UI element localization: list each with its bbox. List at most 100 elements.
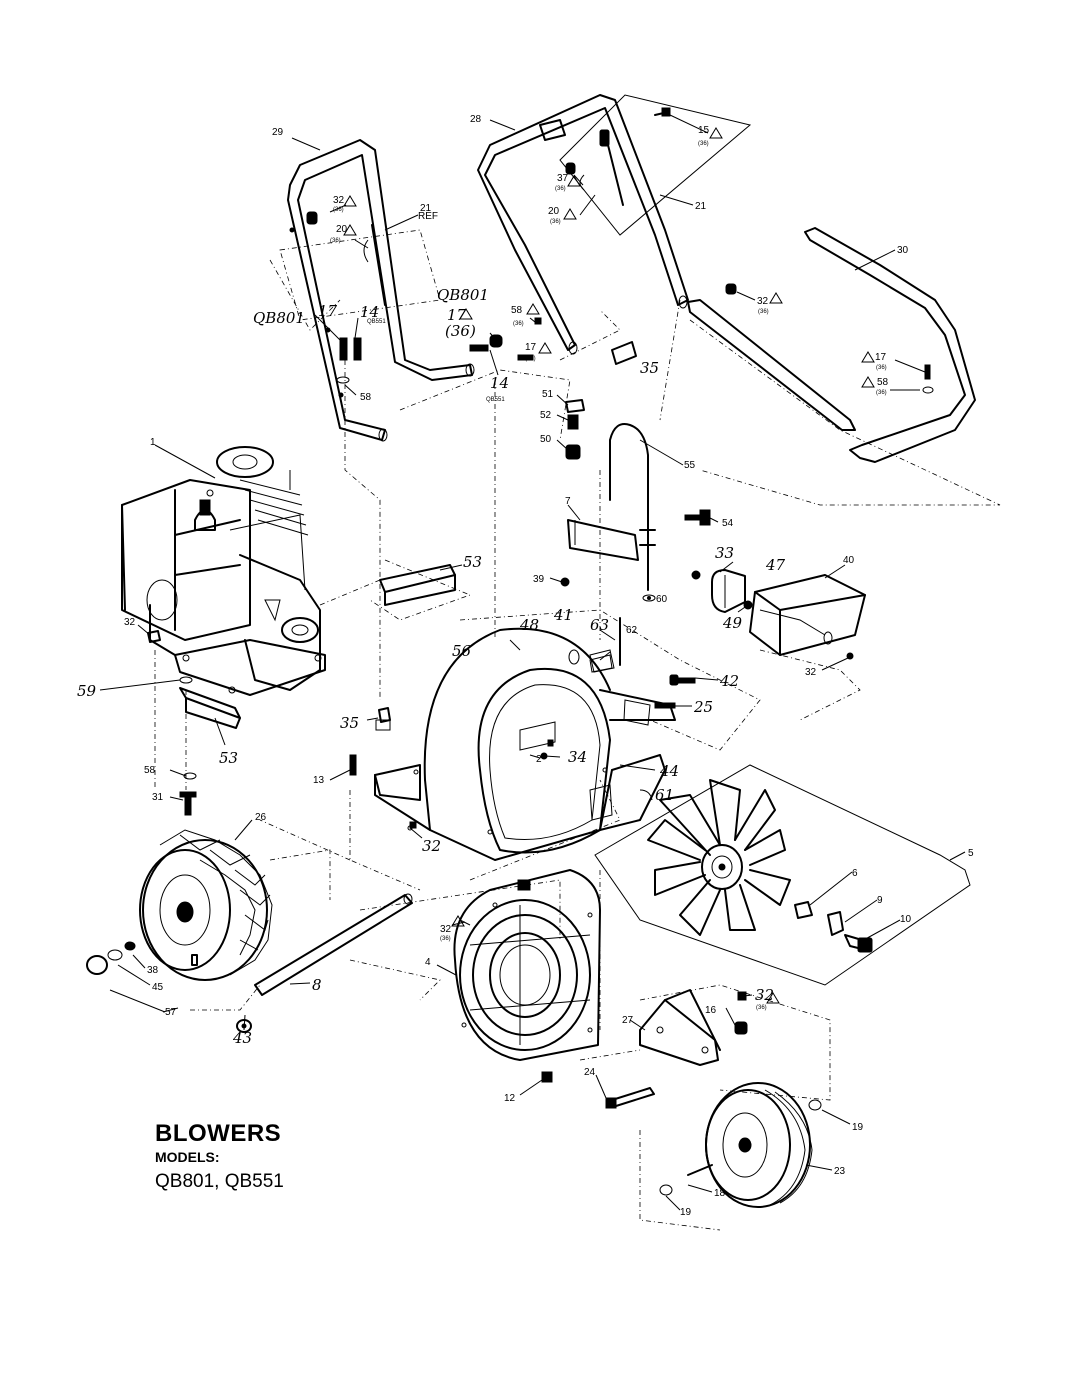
callout-63: 63: [590, 616, 609, 634]
callout-21a: 21: [420, 203, 432, 214]
callout-49: 49: [722, 614, 743, 632]
throttle-assembly: [691, 569, 866, 660]
engine: [121, 446, 326, 696]
callout-36-paren: (36): [445, 322, 476, 340]
callout-36k: (36): [440, 936, 451, 942]
callout-labels: 1 29 32 (36) 21 REF 20 (36) QB801 17 14 …: [77, 114, 974, 1218]
large-wheel: [86, 829, 273, 981]
callout-16: 16: [705, 1005, 717, 1016]
callout-9: 9: [877, 895, 883, 906]
callout-52: 52: [540, 410, 552, 421]
callout-17d: 17: [525, 342, 537, 353]
callout-43: 43: [232, 1029, 252, 1047]
callout-12: 12: [504, 1093, 516, 1104]
callout-44: 44: [659, 762, 679, 780]
callout-1: 1: [150, 437, 156, 448]
callout-58a: 58: [360, 392, 372, 403]
callout-39: 39: [533, 574, 545, 585]
callout-18: 18: [714, 1188, 726, 1199]
front-wheel-assembly: [541, 989, 822, 1208]
callout-14a: 14: [360, 303, 379, 321]
callout-17a: 17: [318, 302, 338, 320]
callout-51: 51: [542, 389, 554, 400]
callout-10: 10: [900, 914, 912, 925]
callout-36h: (36): [876, 390, 887, 396]
callout-29: 29: [272, 127, 284, 138]
title-block: BLOWERS MODELS: QB801, QB551: [155, 1120, 284, 1193]
callout-36d: (36): [555, 186, 566, 192]
handle-hardware: [336, 317, 637, 384]
callout-19a: 19: [852, 1122, 864, 1133]
callout-25: 25: [693, 698, 713, 716]
callout-26: 26: [255, 812, 267, 823]
handle-right: [687, 227, 976, 463]
callout-qb801b: QB801: [437, 286, 489, 304]
callout-2: 2: [536, 754, 542, 765]
triangle-marks: [343, 127, 875, 1004]
callout-41: 41: [553, 606, 573, 624]
callout-45: 45: [152, 982, 164, 993]
callout-ref: REF: [418, 211, 438, 222]
callout-38: 38: [147, 965, 159, 976]
model-numbers: QB801, QB551: [155, 1171, 284, 1192]
callout-24: 24: [584, 1067, 596, 1078]
callout-31: 31: [152, 792, 164, 803]
callout-8: 8: [312, 976, 322, 994]
callout-53a: 53: [463, 553, 482, 571]
callout-56: 56: [452, 642, 472, 660]
callout-36f: (36): [758, 309, 769, 315]
callout-4: 4: [425, 957, 431, 968]
callout-58c: 58: [511, 305, 523, 316]
callout-5: 5: [968, 848, 974, 859]
bracket-and-cable: [560, 399, 711, 602]
callout-32a: 32: [333, 195, 345, 206]
callout-20b: 20: [548, 206, 560, 217]
callout-34: 34: [568, 748, 587, 766]
axle: [236, 893, 413, 1033]
callout-57: 57: [165, 1007, 177, 1018]
callout-40: 40: [843, 555, 855, 566]
callout-36b: (36): [330, 238, 341, 244]
callout-20a: 20: [336, 224, 348, 235]
callout-21b: 21: [695, 201, 707, 212]
callout-32b: 32: [757, 296, 769, 307]
fan-impeller: [594, 764, 971, 986]
callout-50: 50: [540, 434, 552, 445]
callout-35b: 35: [340, 714, 359, 732]
page-title: BLOWERS: [155, 1120, 282, 1147]
callout-36j: (36): [525, 356, 536, 362]
callout-6: 6: [852, 868, 858, 879]
callout-32c: 32: [805, 667, 817, 678]
callout-61: 61: [655, 786, 674, 804]
callout-53b: 53: [219, 749, 238, 767]
callout-58d: 58: [144, 765, 156, 776]
callout-36a: (36): [333, 207, 344, 213]
callout-30: 30: [897, 245, 909, 256]
callout-35a: 35: [640, 359, 659, 377]
callout-37: 37: [557, 173, 569, 184]
callout-qb551b: QB551: [486, 397, 505, 403]
callout-qb801a: QB801: [253, 309, 305, 327]
callout-7: 7: [565, 496, 571, 507]
callout-59: 59: [77, 682, 97, 700]
callout-33: 33: [715, 544, 734, 562]
callout-47: 47: [765, 556, 786, 574]
callout-17b: 17: [875, 352, 887, 363]
assembly-lines: [154, 229, 1001, 1231]
callout-36l: (36): [756, 1005, 767, 1011]
handle-center: [477, 94, 752, 355]
callout-36c: (36): [698, 141, 709, 147]
callout-36i: (36): [513, 321, 524, 327]
callout-62: 62: [626, 625, 638, 636]
callout-60: 60: [656, 594, 668, 605]
callout-19b: 19: [680, 1207, 692, 1218]
models-label: MODELS:: [155, 1149, 220, 1165]
callout-55: 55: [684, 460, 696, 471]
callout-54: 54: [722, 518, 734, 529]
housing-cover: [453, 869, 601, 1061]
callout-32f: 32: [440, 924, 452, 935]
callout-27: 27: [622, 1015, 634, 1026]
callout-48: 48: [519, 616, 539, 634]
callout-qb551a: QB551: [367, 319, 386, 325]
